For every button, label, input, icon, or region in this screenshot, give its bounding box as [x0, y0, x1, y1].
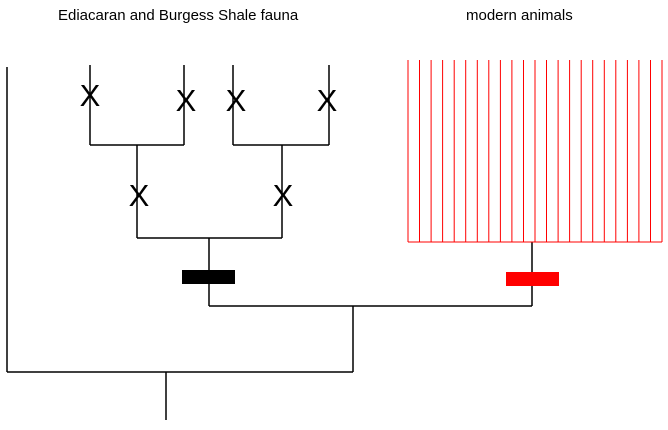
extinction-x-1: X: [80, 78, 101, 113]
modern-animals-label: modern animals: [466, 7, 573, 24]
black-tree-lines: [6, 65, 533, 420]
extinction-x-5: X: [129, 178, 150, 213]
ancestral-bar: [182, 270, 235, 284]
extinction-x-2: X: [176, 83, 197, 118]
extinction-markers: X X X X X X: [80, 78, 338, 213]
extinction-x-4: X: [317, 83, 338, 118]
modern-lineages: [407, 60, 663, 243]
extinction-x-3: X: [226, 83, 247, 118]
extinction-x-6: X: [273, 178, 294, 213]
modern-ancestral-bar: [506, 272, 559, 286]
ediacaran-burgess-label: Ediacaran and Burgess Shale fauna: [58, 7, 299, 24]
